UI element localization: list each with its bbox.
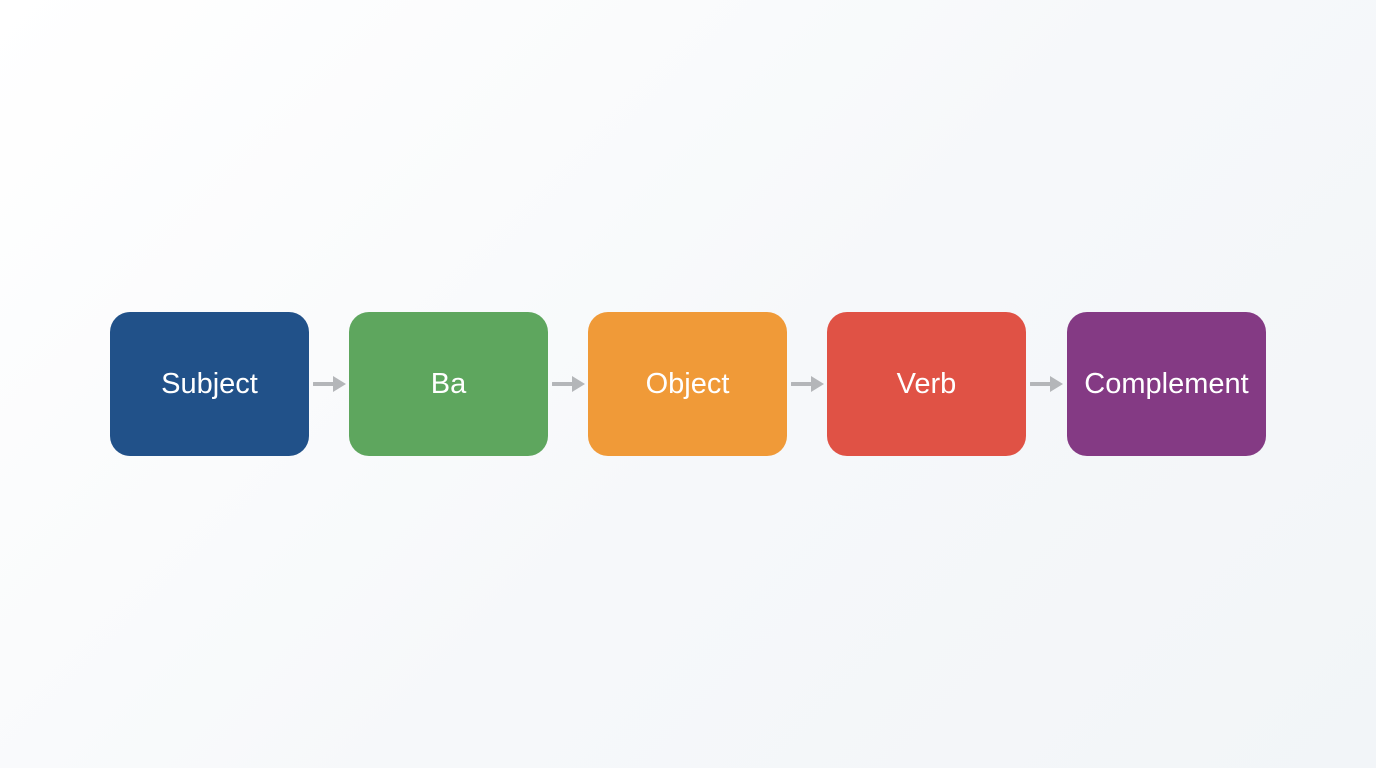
node-complement: Complement [1067, 312, 1266, 456]
node-subject: Subject [110, 312, 309, 456]
arrow-right-icon [313, 376, 346, 392]
arrow-right-icon [1030, 376, 1063, 392]
node-verb: Verb [827, 312, 1026, 456]
node-ba: Ba [349, 312, 548, 456]
arrow-right-icon [552, 376, 585, 392]
node-label: Ba [430, 367, 467, 400]
node-object: Object [588, 312, 787, 456]
node-label: Object [645, 367, 730, 400]
node-label: Subject [161, 367, 258, 400]
node-label: Complement [1084, 367, 1249, 400]
arrow-right-icon [791, 376, 824, 392]
node-label: Verb [896, 367, 957, 400]
